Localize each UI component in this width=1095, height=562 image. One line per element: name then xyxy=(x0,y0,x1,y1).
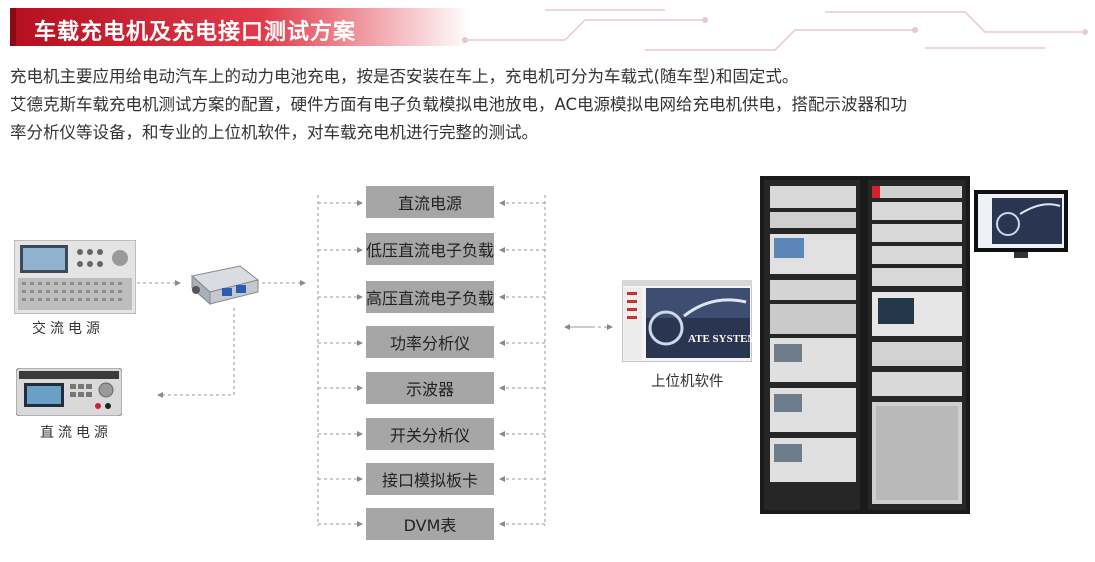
title-marker xyxy=(10,8,16,46)
ac-power-label: 交流电源 xyxy=(32,321,104,337)
page-title: 车载充电机及充电接口测试方案 xyxy=(34,20,357,45)
software-screenshot: ATE SYSTEM xyxy=(622,280,752,362)
equipment-interface-board: 接口模拟板卡 xyxy=(366,463,494,495)
ac-power-source-image xyxy=(14,240,136,314)
title-banner xyxy=(10,8,470,46)
equipment-oscilloscope: 示波器 xyxy=(366,372,494,404)
dc-power-source-image xyxy=(16,368,122,416)
test-rack-image xyxy=(760,176,970,514)
equipment-switch-analyzer: 开关分析仪 xyxy=(366,418,494,450)
description-line-3: 率分析仪等设备，和专业的上位机软件，对车载充电机进行完整的测试。 xyxy=(10,123,538,142)
description-line-2: 艾德克斯车载充电机测试方案的配置，硬件方面有电子负载模拟电池放电，AC电源模拟电… xyxy=(10,95,908,114)
equipment-low-voltage-load: 低压直流电子负载 xyxy=(366,233,494,265)
equipment-dc-power: 直流电源 xyxy=(366,186,494,218)
dc-power-label: 直流电源 xyxy=(40,425,112,441)
external-monitor-image xyxy=(974,190,1068,258)
ate-system-splash: ATE SYSTEM xyxy=(688,333,752,345)
software-label: 上位机软件 xyxy=(651,374,724,390)
equipment-power-analyzer: 功率分析仪 xyxy=(366,326,494,358)
equipment-dvm: DVM表 xyxy=(366,508,494,540)
onboard-charger-image xyxy=(190,265,260,306)
equipment-high-voltage-load: 高压直流电子负载 xyxy=(366,281,494,313)
description-line-1: 充电机主要应用给电动汽车上的动力电池充电，按是否安装在车上，充电机可分为车载式(… xyxy=(10,67,799,86)
